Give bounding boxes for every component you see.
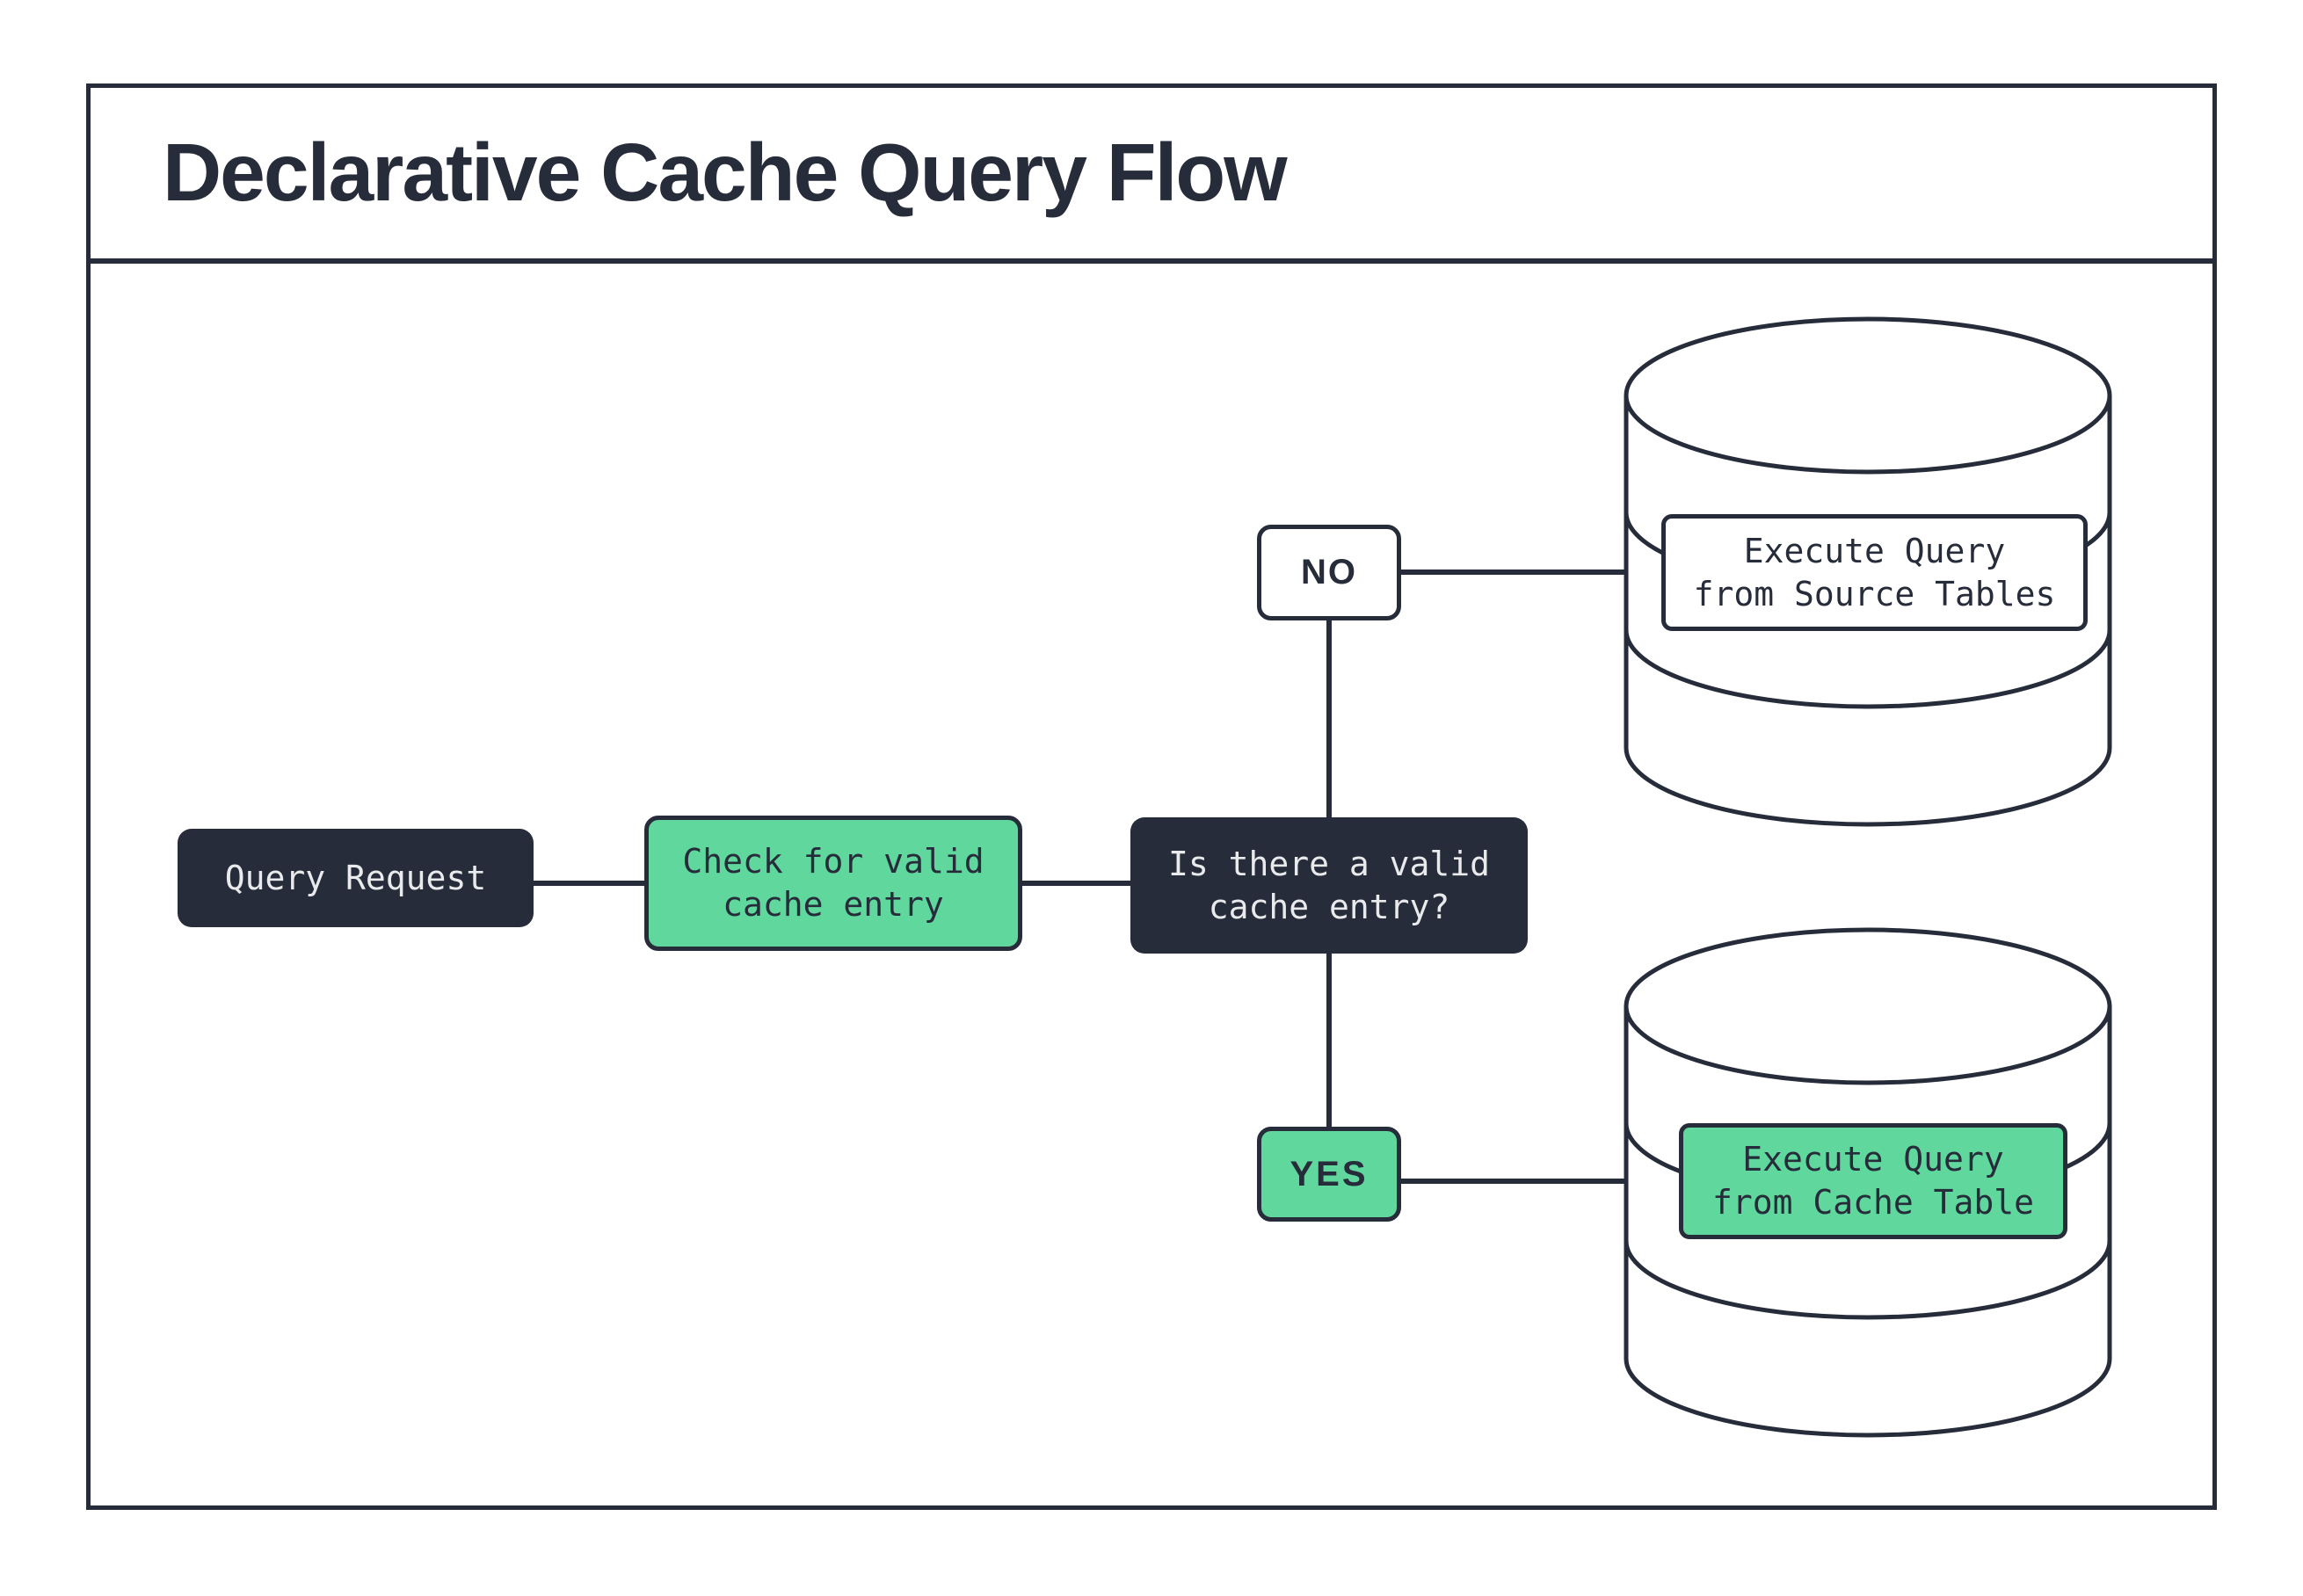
node-decision-label: Is there a valid cache entry?	[1167, 844, 1491, 926]
diagram-header: Declarative Cache Query Flow	[86, 83, 2217, 261]
connector-decision-to-yes	[1326, 952, 1332, 1127]
branch-badge-no: NO	[1257, 525, 1401, 620]
header-divider	[86, 258, 2217, 264]
connector-request-to-check	[534, 881, 644, 886]
node-check-cache: Check for valid cache entry	[644, 816, 1022, 951]
connector-yes-to-cache-db	[1401, 1179, 1626, 1184]
node-decision-valid-cache: Is there a valid cache entry?	[1130, 817, 1528, 954]
node-execute-cache-label: Execute Query from Cache Table	[1711, 1140, 2035, 1222]
node-query-request-label: Query Request	[224, 858, 487, 897]
node-execute-source: Execute Query from Source Tables	[1661, 514, 2088, 631]
node-execute-cache: Execute Query from Cache Table	[1679, 1123, 2067, 1239]
node-check-cache-label: Check for valid cache entry	[682, 842, 984, 924]
connector-decision-to-no	[1326, 620, 1332, 817]
branch-no-label: NO	[1301, 553, 1357, 591]
connector-check-to-decision	[1022, 881, 1130, 886]
node-query-request: Query Request	[178, 829, 534, 927]
branch-badge-yes: YES	[1257, 1127, 1401, 1222]
branch-yes-label: YES	[1290, 1154, 1369, 1193]
node-execute-source-label: Execute Query from Source Tables	[1693, 531, 2056, 613]
connector-no-to-source-db	[1401, 569, 1626, 575]
page-title: Declarative Cache Query Flow	[163, 126, 1288, 218]
